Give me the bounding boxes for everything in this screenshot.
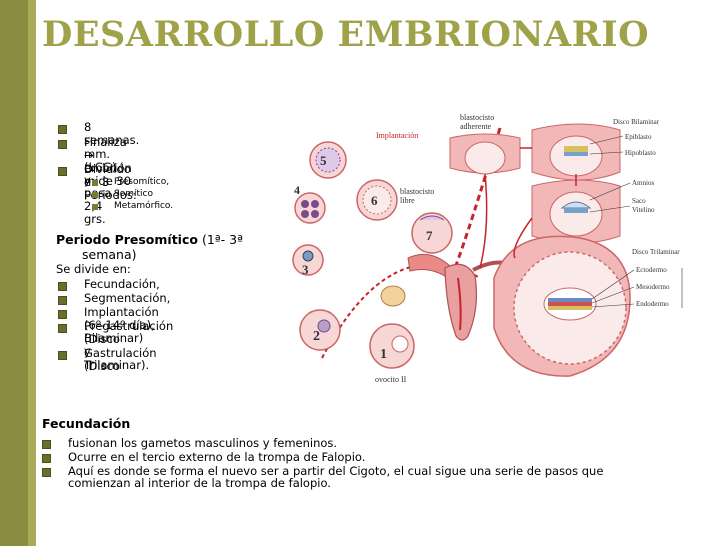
label-blastocisto-libre: blastocisto [400,187,434,196]
ovary-icon [380,285,406,307]
phase-text: Implantación (6º-14º día), [84,305,159,332]
label-adherente: adherente [460,122,492,131]
phase-text-line1: Pregastrulación (Disco [84,319,174,346]
periodo-range-line2: semana) [82,247,137,262]
stage-number: 1 [380,347,387,362]
stage-5-morula: 5 [309,141,347,179]
label-endodermo: Endodermo [636,300,669,308]
square-bullet-icon [42,467,51,479]
square-bullet-icon [58,295,67,308]
stage-2-fertilization: 2 [299,309,341,351]
stage-4-cleavage: 4 [294,183,326,224]
periodo-presomitico-heading: Periodo Presomítico (1ª- 3ª semana) [56,232,276,262]
stage-number: 4 [294,183,300,197]
stage-number: 7 [426,228,433,243]
square-bullet-icon [58,350,67,363]
square-bullet-icon [92,179,98,190]
label-vitelino: Vitelino [632,206,655,214]
stage-number: 3 [302,262,309,277]
label-blastocisto-adherente: blastocisto [460,113,494,122]
bilaminar-disc-illustration [449,123,621,181]
left-accent-bar [0,0,36,546]
label-disco-trilaminar: Disco Trilaminar [632,248,680,256]
label-disco-bilaminar: Disco Bilaminar [613,118,660,126]
label-hipoblasto: Hipoblasto [625,149,656,157]
square-bullet-icon [58,139,67,152]
label-libre: libre [400,196,415,205]
stage-3-zygote: 3 [292,244,324,277]
fecundacion-text: Ocurre en el tercio externo de la trompa… [68,450,366,464]
square-bullet-icon [92,191,98,202]
stage-1-ovocito: 1 [369,323,415,369]
stage-6-blastocyst: 6 [356,179,398,221]
label-ectodermo: Ectodermo [636,266,667,274]
periodo-label: Periodo Presomítico [56,232,198,247]
fecundacion-text-line1: Aquí es donde se forma el nuevo ser a pa… [68,464,604,478]
label-saco: Saco [632,197,646,205]
period-label: Presomítico, [114,177,170,187]
periodo-range: (1ª- 3ª [197,232,243,247]
stage-number: 6 [371,193,378,208]
phase-text-line1: Gastrulación (Disco [84,346,157,373]
slide-title: DESARROLLO EMBRIONARIO [42,14,650,55]
label-ovocito: ovocito II [375,375,407,384]
label-implantacion: Implantación [376,131,418,140]
left-accent-bar-light [28,0,36,546]
fecundacion-heading: Fecundación [42,416,131,431]
label-amnios: Amnios [632,179,654,187]
square-bullet-icon [58,309,67,322]
phase-text-line2: Trilaminar). [84,358,150,372]
bullet-text: 8 semanas. [84,120,140,147]
period-label: Metamórfico. [114,201,174,211]
square-bullet-icon [58,124,67,137]
label-mesodermo: Mesodermo [636,283,670,291]
label-epiblasto: Epiblasto [625,133,652,141]
phase-text-line2: Bilaminar) y [84,331,144,358]
stage-7-free-blastocyst: 7 [411,212,453,254]
fecundacion-text-line2: comienzan al interior de la trompa de fa… [68,476,331,490]
amnios-illustration [531,179,621,244]
square-bullet-icon [42,439,51,451]
square-bullet-icon [42,453,51,465]
stage-number: 5 [320,153,327,168]
phase-text: Segmentación, [84,291,171,305]
square-bullet-icon [58,323,67,336]
period-label: Somítico [114,189,153,199]
stage-number: 2 [313,329,320,344]
square-bullet-icon [58,281,67,294]
trilaminar-disc-illustration [493,235,631,377]
square-bullet-icon [92,203,98,214]
divide-label: Se divide en: [56,262,131,276]
phase-text: Fecundación, [84,277,160,291]
fecundacion-text: fusionan los gametos masculinos y femeni… [68,436,338,450]
embryo-development-diagram: 1 2 3 4 5 6 7 Implantación blastocisto a… [280,108,720,398]
square-bullet-icon [58,166,67,179]
